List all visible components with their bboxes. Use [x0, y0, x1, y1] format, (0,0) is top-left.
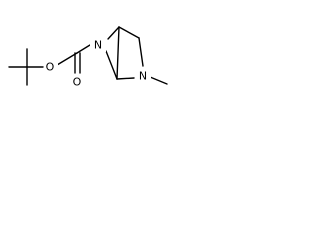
- structure-svg: O O N N: [8, 26, 168, 89]
- bond-carbonyl-carbon-nitrogen: [76, 44, 91, 54]
- atom-oxygen-carbonyl: O: [73, 76, 82, 89]
- atom-nitrogen-methyl: N: [139, 70, 147, 83]
- bond-n-ring-lower: [105, 50, 118, 80]
- bond-top-bridgehead-bridge: [116, 26, 120, 80]
- bond-methyl-n-methyl: [149, 76, 168, 85]
- atom-nitrogen-carbamate: N: [94, 39, 102, 52]
- bond-lower-to-methyl-n: [116, 77, 135, 80]
- bond-top-bridgehead-right: [118, 26, 140, 39]
- bond-n-bridge-top: [107, 26, 120, 40]
- atom-oxygen-ether: O: [46, 61, 55, 74]
- molecule-diagram: O O N N: [0, 0, 205, 112]
- bond-oxygen-carbonyl-carbon: [56, 52, 78, 66]
- bond-right-to-methyl-n: [138, 37, 144, 67]
